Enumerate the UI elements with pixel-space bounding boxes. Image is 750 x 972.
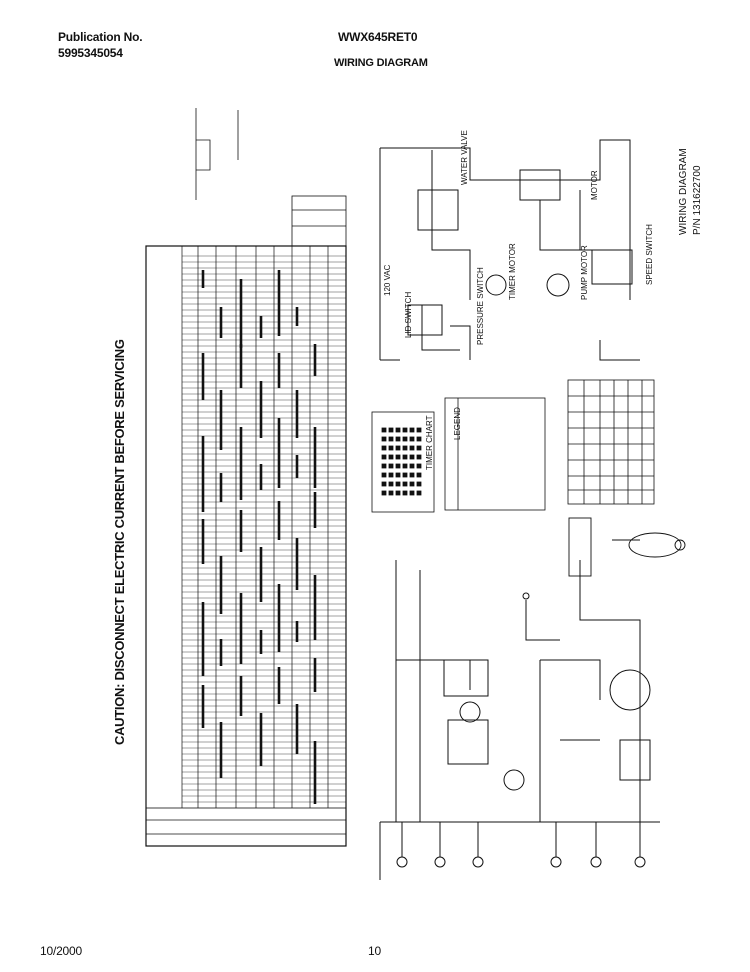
timer-terminal xyxy=(402,436,408,442)
timer-terminal xyxy=(409,454,415,460)
timer-terminal xyxy=(381,436,387,442)
timer-terminal xyxy=(395,445,401,451)
timer-terminal xyxy=(388,427,394,433)
timer-terminal xyxy=(402,463,408,469)
timer-terminal xyxy=(381,427,387,433)
timer-terminal xyxy=(416,436,422,442)
timer-terminal xyxy=(409,445,415,451)
timer-terminal xyxy=(416,454,422,460)
surge-bracket xyxy=(195,108,239,200)
timer-terminal xyxy=(395,481,401,487)
timer-terminal xyxy=(416,427,422,433)
page-number: 10 xyxy=(368,944,381,958)
upper-schematic xyxy=(379,139,640,361)
symbol-legend xyxy=(444,397,546,511)
pump-sketch xyxy=(568,517,686,577)
timer-terminal xyxy=(388,463,394,469)
timer-terminal xyxy=(402,454,408,460)
timer-terminal xyxy=(416,481,422,487)
diagram-title: WIRING DIAGRAM xyxy=(334,57,428,69)
timer-terminal xyxy=(388,472,394,478)
timer-terminal xyxy=(416,490,422,496)
publication-number: 5995345054 xyxy=(58,46,123,60)
timer-terminal xyxy=(402,472,408,478)
timer-terminal xyxy=(388,445,394,451)
step-column xyxy=(145,807,347,847)
timer-terminal xyxy=(395,490,401,496)
timer-terminal xyxy=(388,454,394,460)
timer-sequence-chart xyxy=(145,245,347,847)
timer-terminal xyxy=(409,481,415,487)
lower-schematic xyxy=(379,560,660,880)
timer-terminal xyxy=(416,472,422,478)
timer-terminal xyxy=(381,454,387,460)
timer-terminal xyxy=(402,481,408,487)
timer-terminal xyxy=(402,445,408,451)
switch-table xyxy=(567,379,655,505)
timer-terminal xyxy=(416,463,422,469)
timer-terminal xyxy=(388,490,394,496)
timer-terminal xyxy=(395,454,401,460)
timer-terminal xyxy=(409,463,415,469)
footer-date: 10/2000 xyxy=(40,944,82,958)
timer-terminal xyxy=(416,445,422,451)
timer-terminal xyxy=(409,472,415,478)
timer-terminal xyxy=(402,427,408,433)
timer-terminal xyxy=(381,472,387,478)
timer-dial-table xyxy=(291,195,347,247)
publication-label: Publication No. xyxy=(58,30,143,44)
timer-terminal xyxy=(409,427,415,433)
timer-terminal xyxy=(409,436,415,442)
timer-terminal xyxy=(395,472,401,478)
timer-terminal xyxy=(381,490,387,496)
timer-terminal xyxy=(381,481,387,487)
model-number: WWX645RET0 xyxy=(338,30,418,44)
timer-terminal xyxy=(395,436,401,442)
timer-terminal xyxy=(388,436,394,442)
timer-terminal xyxy=(402,490,408,496)
timer-terminal xyxy=(395,427,401,433)
timer-dial-box xyxy=(371,411,435,513)
timer-terminal xyxy=(395,463,401,469)
timer-terminal xyxy=(381,463,387,469)
timer-terminal xyxy=(409,490,415,496)
timer-terminal xyxy=(381,445,387,451)
timer-terminal xyxy=(388,481,394,487)
